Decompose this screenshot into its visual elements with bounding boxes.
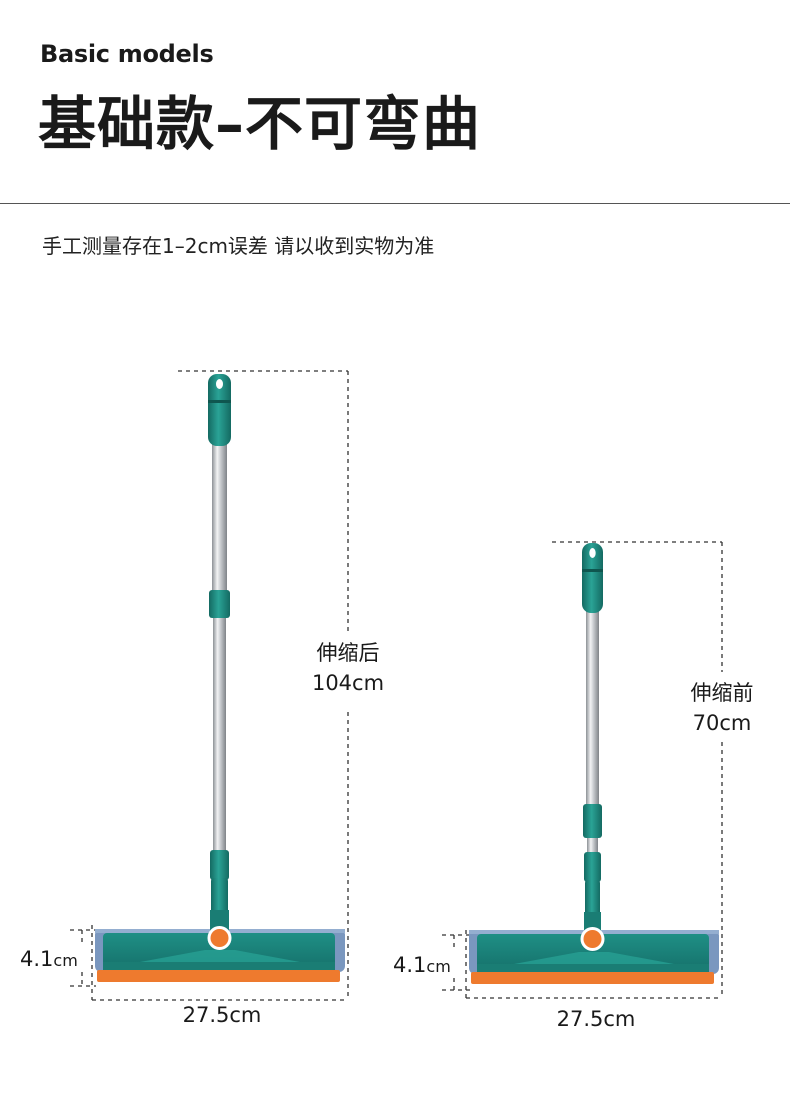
dimension-guides bbox=[442, 541, 723, 999]
squeegee-blade bbox=[97, 970, 340, 982]
subtitle-en: Basic models bbox=[40, 40, 214, 68]
head-height-label-extended: 4.1cm bbox=[20, 944, 78, 976]
head-height-value: 4.1 bbox=[393, 953, 427, 977]
swivel-joint-icon bbox=[210, 929, 229, 947]
measurement-note: 手工测量存在1–2cm误差 请以收到实物为准 bbox=[42, 234, 435, 258]
width-label-retracted: 27.5cm bbox=[556, 1007, 636, 1031]
mop-retracted bbox=[442, 541, 723, 999]
width-label-extended: 27.5cm bbox=[182, 1003, 262, 1027]
divider bbox=[0, 203, 790, 204]
height-label-retracted: 70cm bbox=[692, 711, 752, 735]
handle-cap bbox=[208, 374, 231, 446]
state-label-extended: 伸缩后 bbox=[316, 641, 380, 665]
head-height-label-retracted: 4.1cm bbox=[393, 950, 451, 982]
head-height-value: 4.1 bbox=[20, 947, 54, 971]
mop-extended bbox=[70, 370, 349, 1001]
lock-collar bbox=[209, 590, 230, 618]
squeegee-blade bbox=[471, 972, 714, 984]
head-height-unit: cm bbox=[426, 957, 451, 976]
height-label-extended: 104cm bbox=[311, 671, 385, 695]
handle-cap bbox=[582, 543, 603, 613]
head-height-unit: cm bbox=[53, 951, 78, 970]
dimension-guides bbox=[70, 370, 349, 1001]
state-label-retracted: 伸缩前 bbox=[690, 681, 754, 705]
swivel-joint-icon bbox=[583, 930, 602, 948]
lock-collar bbox=[583, 804, 602, 838]
page-title: 基础款–不可弯曲 bbox=[38, 90, 482, 158]
